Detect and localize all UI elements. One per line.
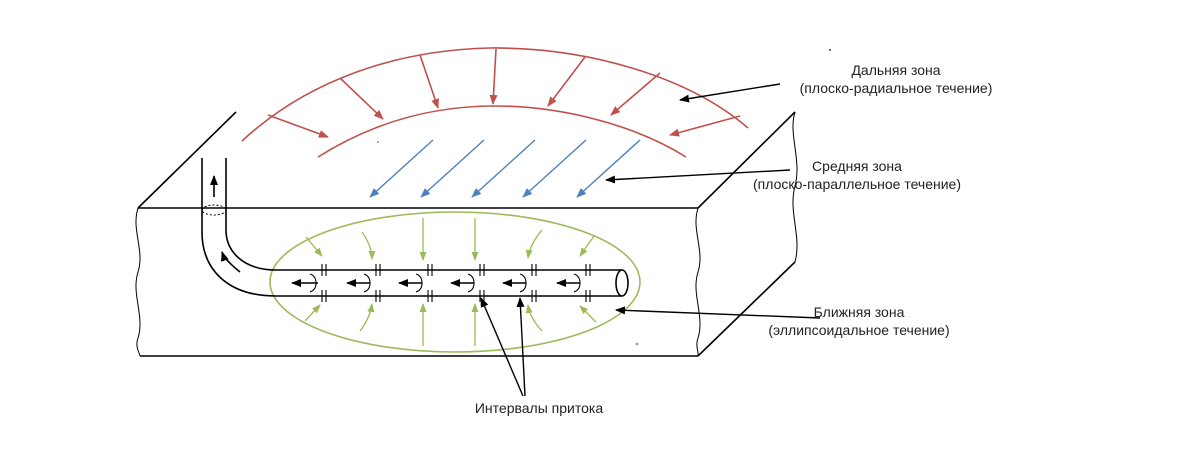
near-zone-arrow bbox=[579, 235, 595, 257]
far-zone-arrow bbox=[669, 115, 741, 137]
inflow-interval-mark bbox=[415, 264, 433, 302]
middle-zone-arrow bbox=[522, 139, 587, 198]
well-inflow-intervals bbox=[291, 264, 591, 302]
far-zone-arrow bbox=[419, 54, 439, 109]
leader-lines bbox=[480, 83, 821, 397]
far-zone-outer-arc bbox=[241, 47, 749, 142]
bend-flow-arrow bbox=[221, 251, 241, 273]
middle-zone-label: Средняя зона (плоско-параллельное течени… bbox=[734, 157, 980, 193]
middle-zone-leader bbox=[605, 169, 791, 184]
middle-zone-arrow bbox=[420, 139, 485, 198]
inflow-leader bbox=[480, 297, 524, 397]
inflow-leader bbox=[516, 297, 526, 397]
near-zone-arrow bbox=[304, 304, 321, 322]
far-zone-arrow bbox=[610, 72, 661, 116]
near-zone-label: Ближняя зона (эллипсоидальное течение) bbox=[748, 303, 970, 339]
near-zone-desc: (эллипсоидальное течение) bbox=[768, 322, 950, 338]
inflow-interval-mark bbox=[573, 264, 591, 302]
inflow-interval-mark bbox=[363, 264, 381, 302]
middle-zone-desc: (плоско-параллельное течение) bbox=[753, 176, 961, 192]
far-zone-label: Дальняя зона (плоско-радиальное течение) bbox=[778, 61, 1014, 97]
near-zone-leader bbox=[615, 306, 821, 319]
far-zone-leader bbox=[679, 83, 781, 103]
near-zone-arrow bbox=[579, 305, 597, 323]
near-zone-arrow bbox=[525, 229, 543, 259]
near-zone-title: Ближняя зона bbox=[813, 304, 905, 320]
inflow-interval-mark bbox=[519, 264, 537, 302]
well-mouth-ellipse bbox=[201, 204, 227, 216]
near-zone-arrow bbox=[525, 304, 543, 332]
inflow-interval-mark bbox=[309, 264, 327, 302]
middle-zone-arrow bbox=[576, 139, 641, 198]
far-zone-arrow bbox=[547, 56, 586, 107]
inflow-interval-mark bbox=[467, 264, 485, 302]
far-zone-flow bbox=[241, 47, 749, 158]
inflow-intervals-text: Интервалы притока bbox=[474, 400, 604, 416]
far-zone-arrow bbox=[489, 48, 498, 105]
near-zone-arrow bbox=[305, 236, 323, 257]
far-zone-inner-arc bbox=[317, 105, 687, 158]
horizontal-well bbox=[201, 158, 629, 297]
reservoir-block bbox=[135, 111, 798, 357]
far-zone-arrow bbox=[267, 114, 329, 138]
near-zone-arrow bbox=[318, 307, 328, 318]
middle-zone-flow bbox=[369, 139, 641, 198]
near-zone-flow bbox=[269, 211, 641, 353]
middle-zone-arrow bbox=[369, 139, 434, 198]
near-zone-arrow bbox=[361, 231, 376, 260]
near-zone-ellipse bbox=[269, 211, 641, 353]
near-zone-arrow bbox=[359, 303, 375, 332]
far-zone-arrow bbox=[339, 77, 384, 120]
far-zone-desc: (плоско-радиальное течение) bbox=[799, 80, 993, 96]
inflow-intervals-label: Интервалы притока bbox=[454, 399, 624, 417]
far-zone-title: Дальняя зона bbox=[851, 62, 941, 78]
middle-zone-arrow bbox=[471, 139, 536, 198]
middle-zone-title: Средняя зона bbox=[812, 158, 902, 174]
